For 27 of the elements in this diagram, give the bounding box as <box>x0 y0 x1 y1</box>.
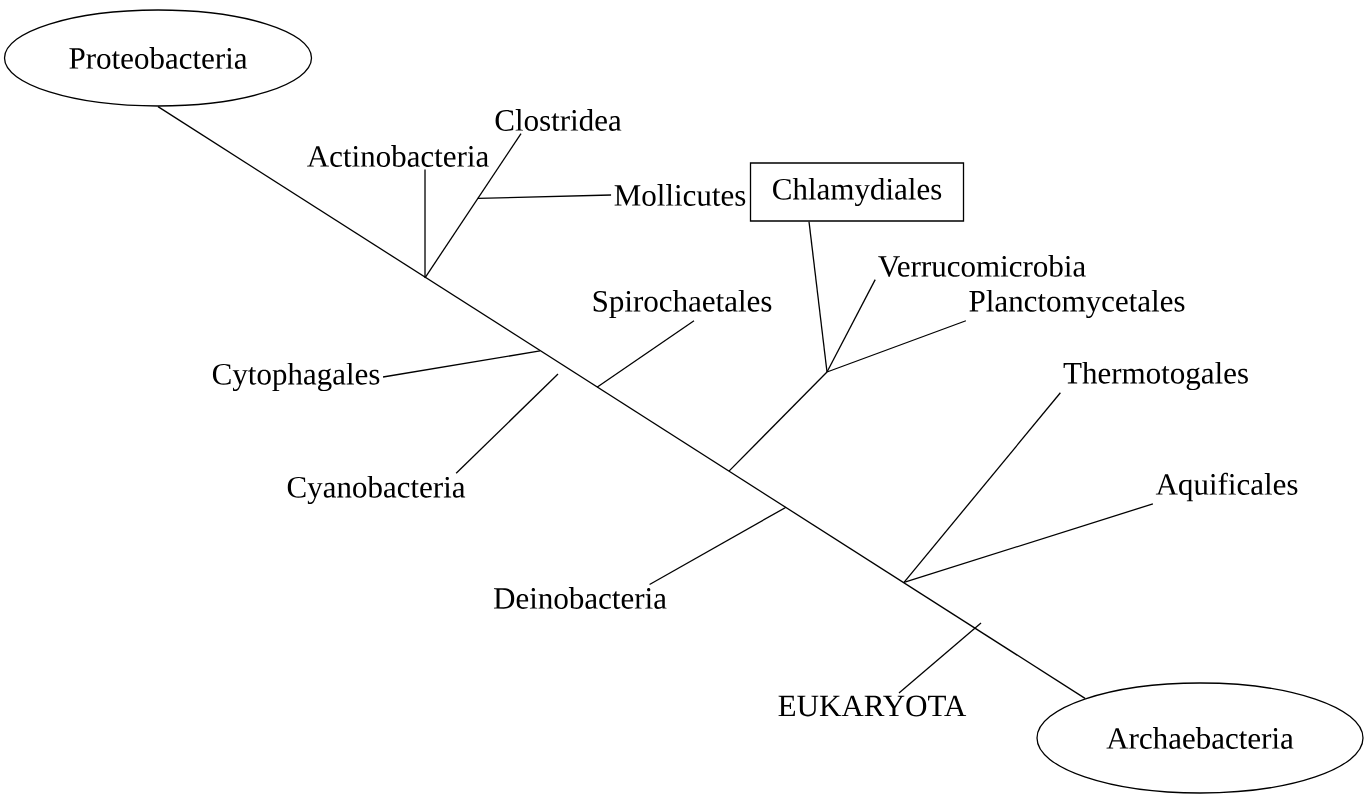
taxon-label: Verrucomicrobia <box>878 255 1086 277</box>
taxon-label: Cytophagales <box>212 362 380 392</box>
branch-line <box>477 194 612 200</box>
taxon-label: Spirochaetales <box>593 289 772 319</box>
branch-line <box>455 373 559 474</box>
branch-line <box>903 392 1062 584</box>
trunk-line <box>157 106 1086 700</box>
taxon-label: Clostridea <box>495 109 622 131</box>
branch-line <box>898 622 982 694</box>
branch-line <box>382 350 541 378</box>
branch-line <box>903 503 1154 584</box>
taxon-label: Cyanobacteria <box>287 475 466 505</box>
taxon-label: Thermotogales <box>1063 361 1248 391</box>
taxon-label: Mollicutes <box>614 184 746 206</box>
branch-line <box>808 221 828 373</box>
taxon-label: Actinobacteria <box>307 145 489 167</box>
taxon-label: EUKARYOTA <box>778 695 967 717</box>
taxon-label: Aquificales <box>1155 472 1298 502</box>
branch-line <box>648 506 787 586</box>
branch-line <box>826 279 876 373</box>
branch-line <box>826 320 967 373</box>
branch-line <box>596 320 695 388</box>
taxon-label: Planctomycetales <box>969 289 1185 319</box>
taxon-label: Deinobacteria <box>494 587 667 609</box>
branch-line <box>424 132 522 279</box>
taxon-box: Chlamydiales <box>749 162 965 222</box>
branch-line <box>424 168 426 279</box>
